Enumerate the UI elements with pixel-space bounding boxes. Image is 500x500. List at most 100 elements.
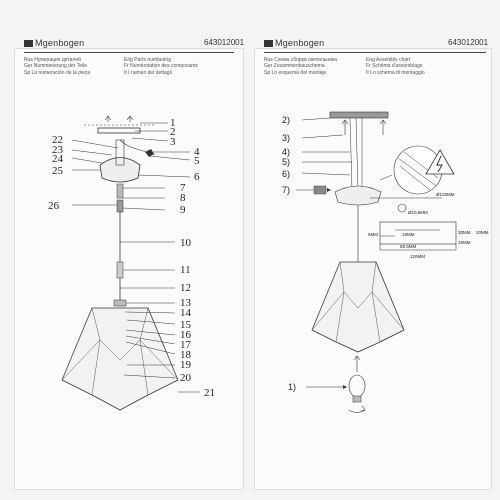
shade-facets: [311, 261, 405, 343]
arrow-icon: [104, 115, 134, 121]
part-number: 18: [180, 349, 192, 361]
cord-grip: [116, 183, 124, 199]
right-header-col2: Eng Assembly chart Fr Schéma d'assemblag…: [366, 57, 425, 76]
leader-lines-left: [71, 139, 119, 206]
rotate-icon: [348, 409, 366, 413]
right-header-line: Sp Lo esquema del montaje: [264, 69, 327, 76]
canopy: [334, 185, 382, 206]
dimension-label: 15MM: [458, 240, 471, 245]
part-number: 17: [180, 339, 192, 351]
part-number: 3: [170, 136, 176, 148]
dimension-label: 5MM: [368, 232, 378, 237]
lamp-shade: [61, 307, 179, 411]
screw-icon: [313, 185, 327, 195]
right-article-code: 643012001: [448, 38, 489, 47]
right-brand: Mgenbogen: [264, 38, 324, 48]
step-label: 2): [282, 115, 290, 125]
terminal-block: [145, 149, 154, 157]
dimension-label: Ø125MM: [436, 192, 455, 197]
left-header-rule: [24, 52, 234, 53]
step-leaders: [296, 117, 352, 388]
part-number: 25: [52, 165, 64, 177]
rotate-arrow-icon: [360, 405, 366, 412]
left-page: [14, 48, 244, 490]
arrow-icon: [327, 188, 331, 192]
step-label: 5): [282, 157, 290, 167]
part-number: 2: [170, 126, 176, 138]
part-number: 4: [194, 146, 200, 158]
brand-logo-icon: [264, 39, 273, 47]
left-header-line: Rus Нумерация деталей: [24, 57, 81, 63]
bulb-icon: [348, 374, 366, 398]
arrow-icon: [343, 385, 347, 389]
part-number: 24: [52, 153, 64, 165]
left-header-line: It I numeri dei dettagli: [124, 69, 172, 76]
dimension-label: Ø10.5MM: [408, 210, 428, 215]
left-header-col1: Rus Нумерация деталей Ger Nummerierung d…: [24, 57, 90, 76]
ceiling-plate: [329, 111, 389, 119]
right-header-col1: Rus Схема сборки светильника Ger Zusamme…: [264, 57, 337, 76]
hole-detail: [397, 203, 407, 213]
mount-bracket: [115, 139, 125, 166]
part-number: 15: [180, 319, 192, 331]
part-number: 26: [48, 200, 60, 212]
right-header-line: Fr Schéma d'assemblage: [366, 63, 423, 70]
canopy: [99, 157, 141, 183]
part-number: 23: [52, 144, 64, 156]
part-number: 10: [180, 237, 192, 249]
screw-arrows: [107, 116, 131, 122]
part-number: 13: [180, 297, 192, 309]
left-header-line: Fr Numérotation des composants: [124, 63, 198, 70]
part-number: 19: [180, 359, 192, 371]
ceiling-plate: [97, 127, 141, 134]
part-number: 8: [180, 192, 186, 204]
bulb-base: [352, 395, 362, 403]
part-number: 5: [194, 155, 200, 167]
dimension-label: 20MM: [476, 230, 489, 235]
step-label: 1): [288, 382, 296, 392]
left-header-line: Eng Parts numbering: [124, 57, 171, 63]
dimension-label: 88.5MM: [400, 244, 417, 249]
left-brand: Mgenbogen: [24, 38, 84, 48]
lightning-icon: [436, 155, 443, 173]
dim-line: [380, 229, 440, 237]
part-number: 1: [170, 117, 176, 129]
dimension-label: 120MM: [410, 254, 425, 259]
brand-logo-icon: [24, 39, 33, 47]
left-header-col2: Eng Parts numbering Fr Numérotation des …: [124, 57, 198, 76]
step-label: 7): [282, 185, 290, 195]
dimension-label: 30MM: [458, 230, 471, 235]
leader-lines-right: [120, 122, 200, 393]
detail-leader: [379, 174, 393, 181]
screw-lines: [344, 120, 384, 135]
left-header-line: Sp La numeración de la pieza: [24, 69, 91, 76]
left-article-code: 643012001: [204, 38, 245, 47]
wires: [349, 117, 363, 191]
part-number: 14: [180, 307, 192, 319]
left-header-line: Ger Nummerierung der Teile: [24, 63, 87, 70]
canopy-section: [379, 221, 457, 245]
part-number: 20: [180, 372, 192, 384]
part-number: 12: [180, 282, 191, 294]
part-number: 6: [194, 171, 200, 183]
dim-line: [379, 244, 457, 251]
right-header-line: Eng Assembly chart: [366, 57, 411, 63]
part-number: 7: [180, 182, 186, 194]
right-header-rule: [264, 52, 486, 53]
arrow-icon: [353, 355, 361, 361]
part-number: 9: [180, 204, 186, 216]
dimension-label: 18MM: [402, 232, 415, 237]
shade-facets: [61, 307, 179, 396]
lamp-shade: [311, 261, 405, 353]
part-number: 21: [204, 387, 215, 399]
part-number: 16: [180, 329, 192, 341]
step-label: 4): [282, 147, 290, 157]
right-header-line: Rus Схема сборки светильника: [264, 57, 337, 63]
part-number: 11: [180, 264, 191, 276]
arrow-icon: [341, 119, 387, 125]
right-header-line: Ger Zusammenbauschema: [264, 63, 325, 70]
warning-icon: [425, 149, 455, 175]
right-header-line: It Lo schema di montaggio: [366, 69, 425, 76]
